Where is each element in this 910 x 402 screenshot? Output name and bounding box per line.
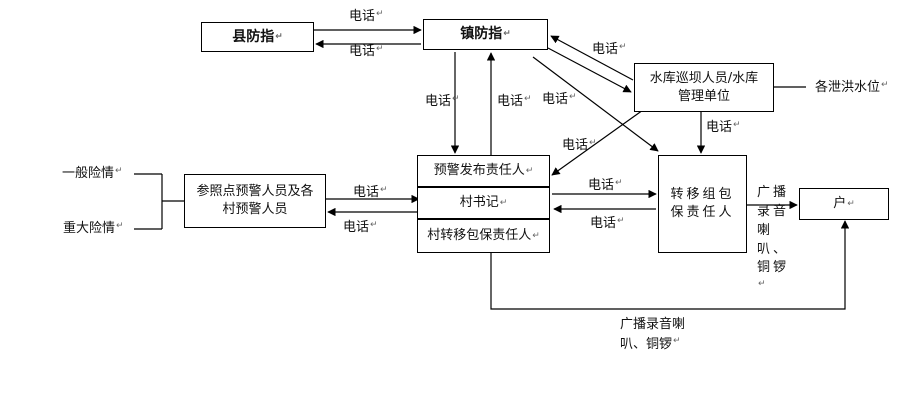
- edge-reservoir-to-town: [550, 35, 634, 81]
- label-phone-county-town: 电话↵: [349, 9, 384, 24]
- label-major-danger: 重大险情↵: [63, 221, 124, 236]
- edge-village-to-household: [490, 220, 850, 310]
- label-phone-town-down: 电话↵: [425, 94, 460, 109]
- label-phone-town-county: 电话↵: [349, 44, 384, 59]
- label-broadcast-right: 广播录音喇叭、铜锣↵: [757, 185, 790, 290]
- edge-town-to-reservoir: [547, 47, 632, 93]
- node-ref-point: 参照点预警人员及各村预警人员: [184, 174, 326, 228]
- node-county: 县防指↵: [201, 22, 314, 52]
- label-drain-level: 各泄洪水位↵: [815, 80, 889, 95]
- label-phone-reservoir-transfer: 电话↵: [706, 120, 741, 135]
- node-town-label: 镇防指: [460, 26, 503, 43]
- node-county-label: 县防指: [232, 28, 275, 45]
- label-phone-transfer-village: 电话↵: [590, 216, 625, 231]
- label-phone-ref-village: 电话↵: [353, 185, 388, 200]
- node-village-transfer-label: 村转移包保责任人: [427, 228, 532, 244]
- node-village-secretary: 村书记↵: [417, 187, 550, 219]
- label-broadcast-bottom: 广播录音喇叭、铜锣↵: [620, 317, 686, 352]
- node-transfer-guard: 转移组包保责任人: [658, 155, 747, 253]
- node-household-label: 户: [833, 196, 847, 212]
- node-ref-point-label: 参照点预警人员及各村预警人员: [196, 184, 314, 217]
- edge-town-to-transfer: [532, 56, 659, 152]
- edge-reservoir-to-warning: [551, 109, 644, 176]
- node-reservoir: 水库巡坝人员/水库管理单位: [634, 63, 774, 112]
- label-general-danger: 一般险情↵: [62, 166, 123, 181]
- node-town: 镇防指↵: [423, 19, 548, 50]
- node-warning-publisher-label: 预警发布责任人: [433, 163, 525, 179]
- node-reservoir-label: 水库巡坝人员/水库管理单位: [649, 70, 759, 104]
- label-phone-town-transfer: 电话↵: [542, 92, 577, 107]
- label-phone-village-ref: 电话↵: [343, 220, 378, 235]
- node-household: 户↵: [799, 188, 889, 220]
- node-village-transfer: 村转移包保责任人↵: [417, 219, 550, 253]
- node-transfer-guard-label: 转移组包保责任人: [670, 187, 735, 220]
- node-warning-publisher: 预警发布责任人↵: [417, 155, 550, 187]
- node-village-secretary-label: 村书记: [459, 195, 499, 211]
- label-phone-reservoir-town: 电话↵: [592, 42, 627, 57]
- label-phone-reservoir-warning: 电话↵: [562, 138, 597, 153]
- label-phone-village-up: 电话↵: [497, 94, 532, 109]
- label-phone-village-transfer: 电话↵: [588, 178, 623, 193]
